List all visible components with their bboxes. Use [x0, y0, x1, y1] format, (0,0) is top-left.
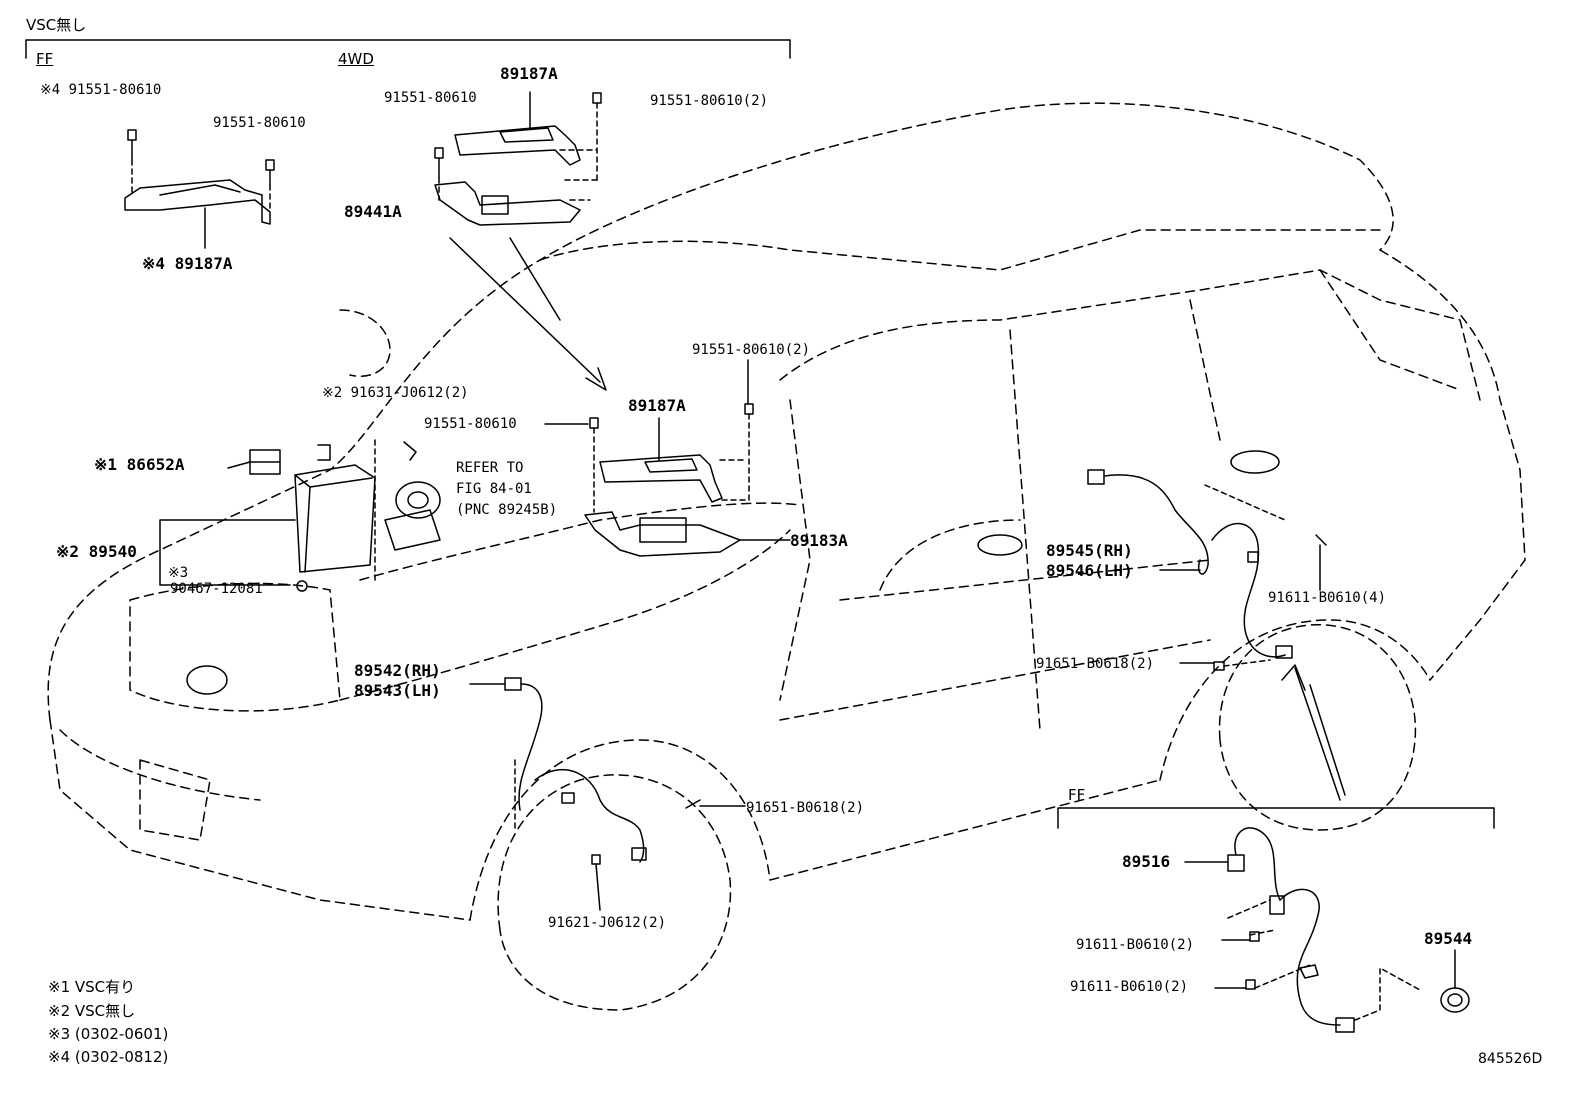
label-refer-line-2: FIG 84-01	[456, 481, 532, 497]
footnote-4: ※4 (0302-0812)	[48, 1048, 169, 1066]
label-4wd-bracket: 89187A	[500, 64, 558, 83]
label-refer-line-1: REFER TO	[456, 460, 524, 476]
main-bracket-drawing	[544, 359, 791, 557]
label-front-sensor-lh: 89543(LH)	[354, 681, 441, 700]
label-rear-sensor-lh: 89546(LH)	[1046, 561, 1133, 580]
footnote-1: ※1 VSC有り	[48, 978, 136, 996]
label-ff-rear-bolt-a: 91611-B0610(2)	[1076, 937, 1195, 953]
label-ff-bolt-b: 91551-80610	[213, 115, 306, 131]
footnote-3: ※3 (0302-0601)	[48, 1025, 169, 1043]
footnote-2: ※2 VSC無し	[48, 1002, 136, 1020]
label-4wd-bolt-b: 91551-80610(2)	[650, 93, 769, 109]
label-refer-line-3: (PNC 89245B)	[456, 502, 558, 518]
label-main-bolt: 91551-80610	[424, 416, 517, 432]
label-ff-rear-bolt-b: 91611-B0610(2)	[1070, 979, 1189, 995]
label-main-bolt-pair: 91551-80610(2)	[692, 342, 811, 358]
label-front-bolt: 91651-B0618(2)	[746, 800, 865, 816]
label-yaw-sensor: 89183A	[790, 531, 848, 550]
label-4wd-bolt-a: 91551-80610	[384, 90, 477, 106]
ff-inset-drawing	[1184, 827, 1470, 1033]
vehicle-outline	[47, 102, 1526, 1011]
label-ecu: ※2 89540	[56, 542, 137, 561]
label-rear-sensor-rh: 89545(RH)	[1046, 541, 1133, 560]
4wd-bracket-drawing	[434, 91, 602, 226]
front-sensor-drawing	[469, 677, 746, 911]
ecu-drawing	[159, 439, 376, 592]
label-screw-2: ※2 91631-J0612(2)	[322, 385, 469, 401]
label-ff-bolt-a: ※4 91551-80610	[40, 82, 162, 98]
group-label-ff-bottom: FF	[1068, 786, 1086, 804]
vehicle-details	[186, 450, 1280, 695]
label-rear-bolt-4: 91611-B0610(4)	[1268, 590, 1387, 606]
label-4wd-sensor: 89441A	[344, 202, 402, 221]
label-ff-rear-sensor: 89516	[1122, 852, 1171, 871]
label-rear-bolt-2: 91651-B0618(2)	[1036, 656, 1155, 672]
figure-id: 845526D	[1478, 1051, 1543, 1067]
rear-sensor-drawing	[1087, 469, 1327, 671]
group-label-no-vsc: VSC無し	[26, 16, 87, 34]
group-brackets	[25, 39, 1495, 829]
group-label-4wd: 4WD	[338, 50, 374, 68]
label-ecu-screw: 90467-12081	[170, 581, 263, 597]
label-front-sensor-rh: 89542(RH)	[354, 661, 441, 680]
label-rotor: 89544	[1424, 929, 1473, 948]
label-relay: ※1 86652A	[94, 455, 185, 474]
label-ff-bracket: ※4 89187A	[142, 254, 233, 273]
ff-bracket-drawing	[124, 129, 275, 249]
label-note-3: ※3	[168, 565, 189, 581]
group-label-ff-top: FF	[36, 50, 54, 68]
pointer-arrows	[449, 237, 1346, 801]
label-main-bracket: 89187A	[628, 396, 686, 415]
label-front-screw: 91621-J0612(2)	[548, 915, 667, 931]
reference-part-drawing	[384, 441, 441, 551]
